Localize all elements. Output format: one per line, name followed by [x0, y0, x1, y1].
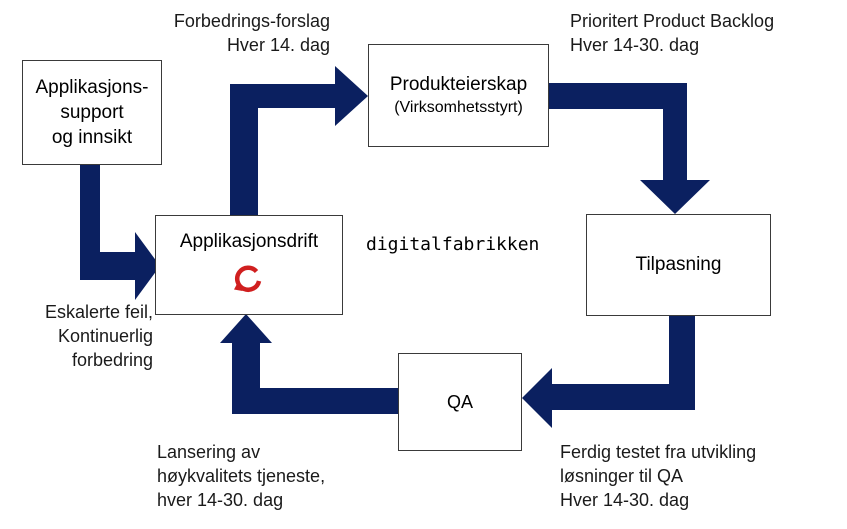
- produkteierskap-subtitle: (Virksomhetsstyrt): [394, 98, 523, 116]
- refresh-cycle-icon: [234, 265, 262, 292]
- box-applikasjonssupport: Applikasjons- support og innsikt: [22, 60, 162, 165]
- arrow-qa-to-drift: [220, 314, 398, 414]
- ferdig-line1: Ferdig testet fra utvikling: [560, 442, 757, 462]
- lansering-line2: høykvalitets tjeneste,: [157, 466, 326, 486]
- arrow-produkteierskap-to-tilpasning: [549, 83, 710, 214]
- label-prioritert-backlog: Prioritert Product Backlog Hver 14-30. d…: [570, 9, 774, 57]
- box-applikasjonsdrift: Applikasjonsdrift: [155, 215, 343, 315]
- produkteierskap-title: Produkteierskap: [389, 73, 528, 95]
- ferdig-line2: løsninger til QA: [560, 466, 684, 486]
- support-line1: Applikasjons-: [35, 77, 149, 98]
- tilpasning-title: Tilpasning: [635, 254, 722, 275]
- ferdig-line3: Hver 14-30. dag: [560, 490, 690, 510]
- backlog-line1: Prioritert Product Backlog: [570, 11, 775, 31]
- eskalerte-line3: forbedring: [71, 350, 153, 370]
- box-produkteierskap: Produkteierskap (Virksomhetsstyrt): [368, 44, 549, 147]
- center-label: digitalfabrikken: [366, 234, 540, 255]
- support-line2: support: [60, 102, 124, 123]
- backlog-line2: Hver 14-30. dag: [570, 35, 700, 55]
- label-ferdig-testet: Ferdig testet fra utvikling løsninger ti…: [560, 440, 756, 512]
- label-eskalerte-feil: Eskalerte feil, Kontinuerlig forbedring: [0, 300, 153, 372]
- applikasjonsdrift-title: Applikasjonsdrift: [179, 231, 319, 252]
- label-lansering: Lansering av høykvalitets tjeneste, hver…: [157, 440, 325, 512]
- eskalerte-line2: Kontinuerlig: [57, 326, 153, 346]
- forbedring-line2: Hver 14. dag: [226, 35, 330, 55]
- arrow-drift-to-produkteierskap: [230, 66, 368, 215]
- forbedring-line1: Forbedrings-forslag: [173, 11, 330, 31]
- label-forbedringsforslag: Forbedrings-forslag Hver 14. dag: [150, 9, 330, 57]
- arrow-support-to-drift: [80, 165, 160, 300]
- box-tilpasning: Tilpasning: [586, 214, 771, 316]
- lansering-line3: hver 14-30. dag: [157, 490, 284, 510]
- support-line3: og innsikt: [51, 127, 133, 148]
- arrow-tilpasning-to-qa: [522, 316, 695, 428]
- eskalerte-line1: Eskalerte feil,: [44, 302, 153, 322]
- lansering-line1: Lansering av: [157, 442, 261, 462]
- box-qa: QA: [398, 353, 522, 451]
- qa-title: QA: [446, 391, 473, 412]
